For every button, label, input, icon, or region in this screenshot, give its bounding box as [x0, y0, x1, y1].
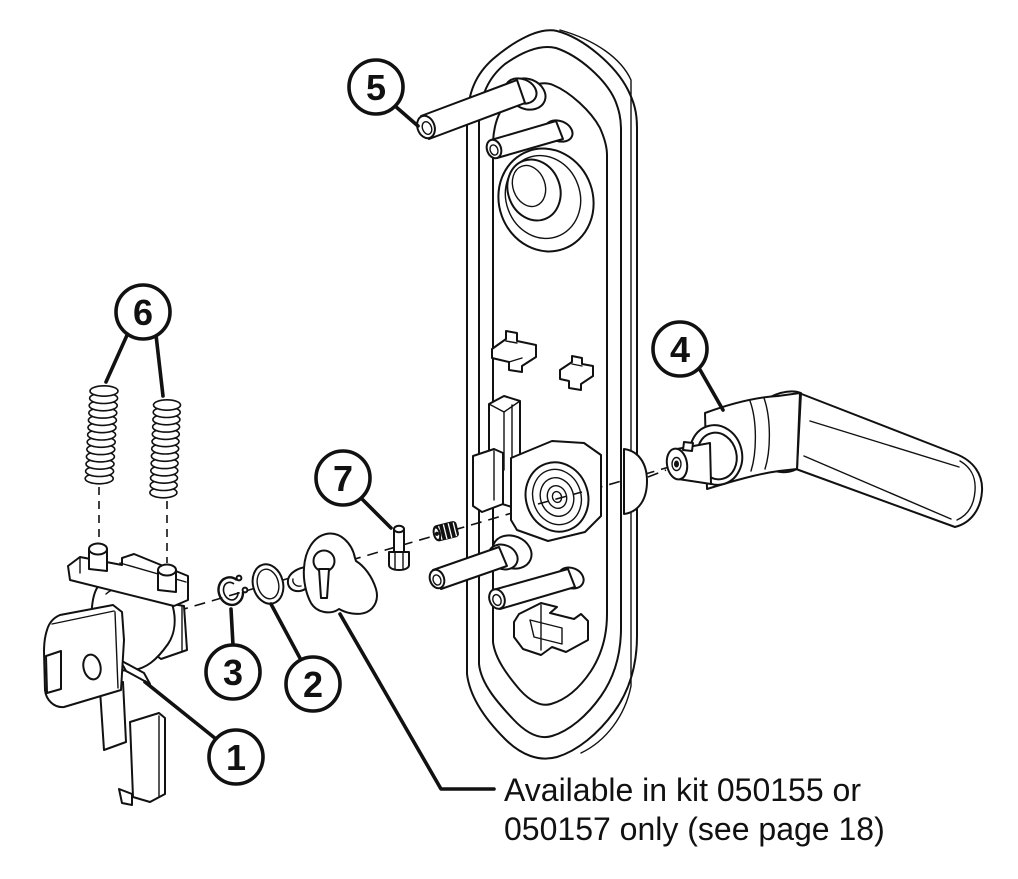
snap-ring-inner — [222, 581, 239, 601]
cylinder-collar — [497, 147, 595, 253]
callout-1-leader — [143, 680, 218, 741]
callout-7-circle — [314, 449, 372, 507]
hub-ring-1 — [524, 461, 590, 533]
snap-ring-lug-1 — [235, 574, 243, 582]
cam-body — [302, 532, 378, 615]
post-bottom-short-bore — [492, 593, 502, 607]
pin — [388, 524, 410, 571]
note-leader — [338, 612, 496, 791]
spring-right — [149, 398, 182, 499]
callout-3-number: 3 — [223, 652, 243, 693]
callout-6: 6 — [104, 283, 172, 398]
hub-ring-3 — [539, 477, 575, 517]
plate-bottom-clip-detail — [529, 604, 563, 651]
lever-handle — [665, 390, 984, 528]
kit-note: Available in kit 050155 or 050157 only (… — [338, 612, 885, 847]
handle-spindle-hole-center — [674, 460, 679, 468]
latch-wedge-slot — [45, 650, 62, 694]
washer-inner — [256, 568, 280, 600]
callout-7: 7 — [314, 449, 393, 530]
collar-mid-ring — [504, 154, 582, 240]
post-bottom-long-bore — [432, 574, 442, 586]
collar-bore-wall — [511, 164, 547, 208]
post-bottom-long-body — [432, 546, 508, 590]
post-top-short-bore — [489, 144, 499, 156]
callout-6-leader-right — [154, 333, 165, 398]
centerline-hub-overlay — [537, 491, 583, 505]
snap-tab-right — [559, 355, 594, 391]
snap-ring-lug-2 — [241, 586, 249, 594]
latch-foot-step — [118, 788, 133, 806]
callout-6-leader-left — [104, 331, 130, 384]
handle-spindle-hole — [671, 456, 682, 472]
callout-7-leader — [359, 496, 393, 530]
callout-4-circle — [651, 320, 709, 378]
post-top-long-bore — [421, 121, 433, 135]
handle-grip-edges — [803, 420, 960, 520]
centerline-spindle-overlay — [647, 469, 667, 478]
hub-ring-4 — [546, 484, 568, 510]
washer-outer — [251, 563, 285, 605]
pin-hex-base — [388, 551, 410, 571]
latch-assembly — [43, 542, 189, 806]
plate-dome — [623, 448, 648, 515]
note-text-line2: 050157 only (see page 18) — [504, 811, 885, 847]
callout-3: 3 — [204, 607, 262, 701]
callout-2-number: 2 — [303, 664, 323, 705]
callout-6-circle — [114, 283, 172, 341]
callout-7-number: 7 — [333, 458, 353, 499]
mounting-posts — [416, 77, 585, 610]
plate-front-rim — [559, 29, 632, 754]
washer — [251, 563, 285, 605]
handle-grip-endcap — [956, 460, 976, 521]
snap-ring-outer — [217, 576, 245, 607]
snap-tab-right-detail — [571, 363, 583, 367]
callout-6-number: 6 — [133, 292, 153, 333]
callout-1-number: 1 — [226, 737, 246, 778]
set-screw-socket — [434, 531, 440, 536]
spindle-hub — [510, 440, 602, 542]
set-screw — [432, 521, 459, 542]
callout-5-circle — [347, 58, 405, 116]
handle-grip — [791, 392, 984, 528]
hub-center-hole — [551, 490, 563, 504]
cam-keyhole-slot — [318, 568, 330, 599]
lock-cam — [286, 532, 378, 615]
cam-left-lug-curl — [292, 578, 302, 587]
latch-wedge-hole — [82, 653, 102, 681]
handle-spindle-notch — [682, 441, 694, 452]
callout-3-circle — [204, 643, 262, 701]
callout-5: 5 — [347, 58, 420, 128]
callout-3-leader — [229, 607, 235, 647]
callout-1-circle — [207, 728, 265, 786]
plate-side-block — [472, 448, 504, 513]
latch-wedge-head — [43, 604, 125, 709]
hub-ring-2 — [531, 468, 583, 526]
callout-2-leader — [269, 602, 303, 662]
callout-1: 1 — [143, 680, 265, 786]
latch-wedge-facets — [51, 610, 119, 689]
collar-bore-opening — [506, 158, 562, 222]
snap-tab-left-detail — [505, 340, 523, 363]
callout-5-leader — [393, 104, 420, 128]
handle-barrel-grooves — [749, 397, 771, 472]
assembly-centerline — [159, 457, 701, 617]
pin-top — [393, 524, 405, 534]
latch-foot-blade — [129, 712, 166, 803]
callout-4-leader — [697, 366, 725, 412]
callout-4-number: 4 — [670, 329, 690, 370]
pin-hex-facets — [394, 551, 404, 570]
callout-4: 4 — [651, 320, 725, 412]
snap-ring — [217, 574, 249, 607]
callout-2: 2 — [269, 602, 342, 713]
note-text-line1: Available in kit 050155 or — [504, 772, 861, 808]
callout-2-circle — [284, 655, 342, 713]
callout-5-number: 5 — [366, 67, 386, 108]
plate-bottom-clip — [513, 602, 589, 656]
latch-post-right — [157, 563, 177, 593]
spring-left — [84, 384, 119, 485]
latch-post-left — [88, 542, 108, 572]
